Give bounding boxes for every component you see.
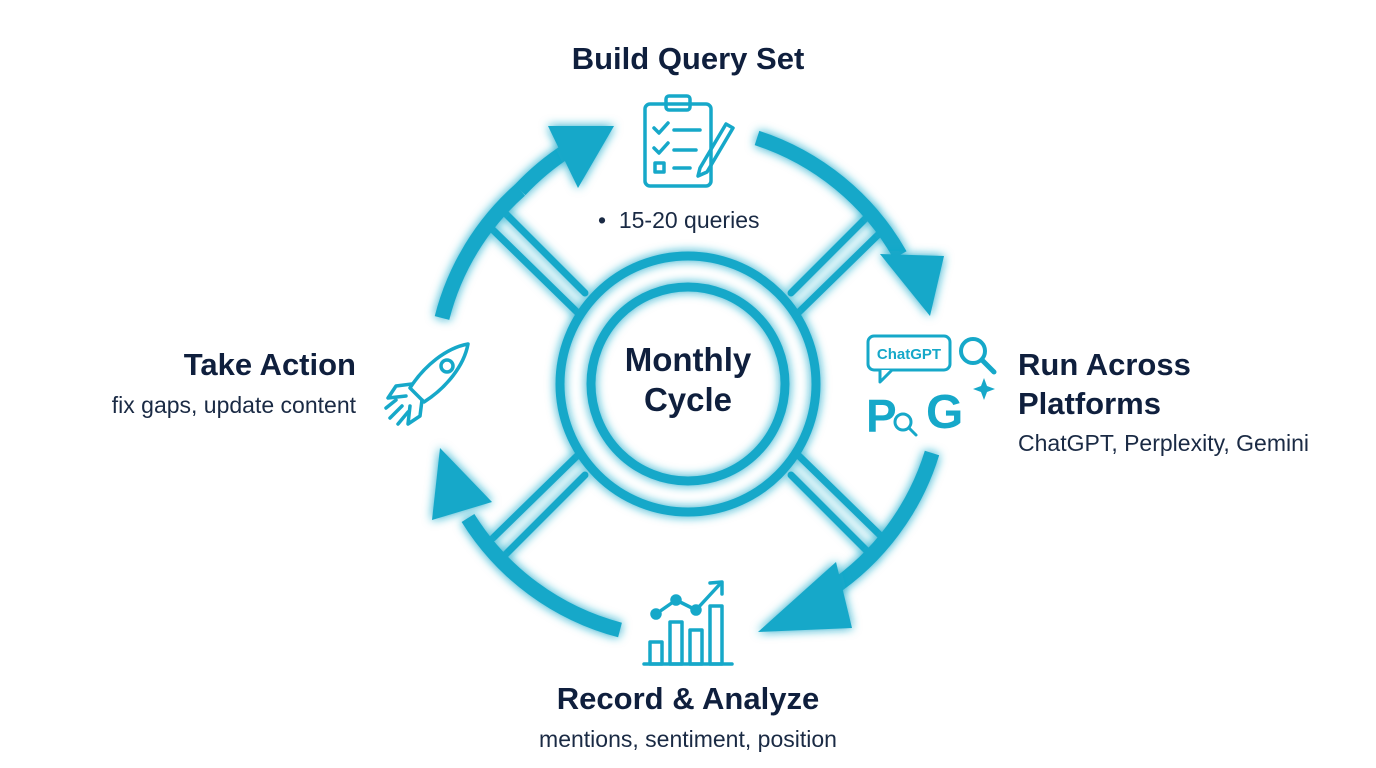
spoke-bottom-left-b [489,451,582,542]
step-record-analyze-detail: mentions, sentiment, position [539,726,837,752]
svg-text:G: G [926,386,963,439]
bar-chart-trend-icon [642,580,734,666]
spoke-top-left-b [489,226,582,317]
center-label-line2: Cycle [643,381,733,418]
step-run-across-platforms-title-line2: Platforms [1018,386,1161,421]
arc-top-left [434,184,526,320]
svg-text:P: P [866,390,897,442]
arrowhead-bottom [758,562,852,632]
arc-bottom-left [461,514,622,638]
center-inner-ring [586,282,790,486]
step-build-query-set-title: Build Query Set [571,41,805,76]
cycle-arrows [434,130,940,638]
center-outer-ring [555,251,821,517]
spoke-top-right-b [794,226,887,317]
chatgpt-badge-text: ChatGPT [877,346,941,363]
step-take-action-title: Take Action [183,347,356,382]
ai-platforms-icon: ChatGPT P G [866,334,997,442]
spoke-bottom-left-a [500,471,589,560]
arrowhead-left [432,448,492,520]
step-run-across-platforms-title-line1: Run Across [1018,347,1191,382]
arc-top-right [754,130,907,259]
step-record-analyze-title: Record & Analyze [556,681,820,716]
arc-bottom-right [825,450,940,597]
center-label-line1: Monthly [624,341,752,378]
center-label: Monthly Cycle [588,340,788,420]
step-build-query-set-detail-text: 15-20 queries [618,207,760,233]
clipboard-checklist-icon [643,94,735,188]
spoke-top-left-a [500,208,589,297]
rocket-icon [384,342,470,426]
spoke-top-right-a [787,208,876,297]
step-run-across-platforms-detail: ChatGPT, Perplexity, Gemini [1018,430,1310,456]
step-take-action-detail: fix gaps, update content [111,392,356,418]
arrowhead-top [548,126,614,188]
spoke-bottom-right-a [787,471,876,560]
bullet-icon: • [598,207,607,233]
step-build-query-set-detail: • 15-20 queries [598,205,760,235]
spoke-bottom-right-b [794,451,887,542]
arrowhead-right [880,254,944,316]
arc-top-left-upper [514,143,573,196]
spokes [489,208,887,560]
